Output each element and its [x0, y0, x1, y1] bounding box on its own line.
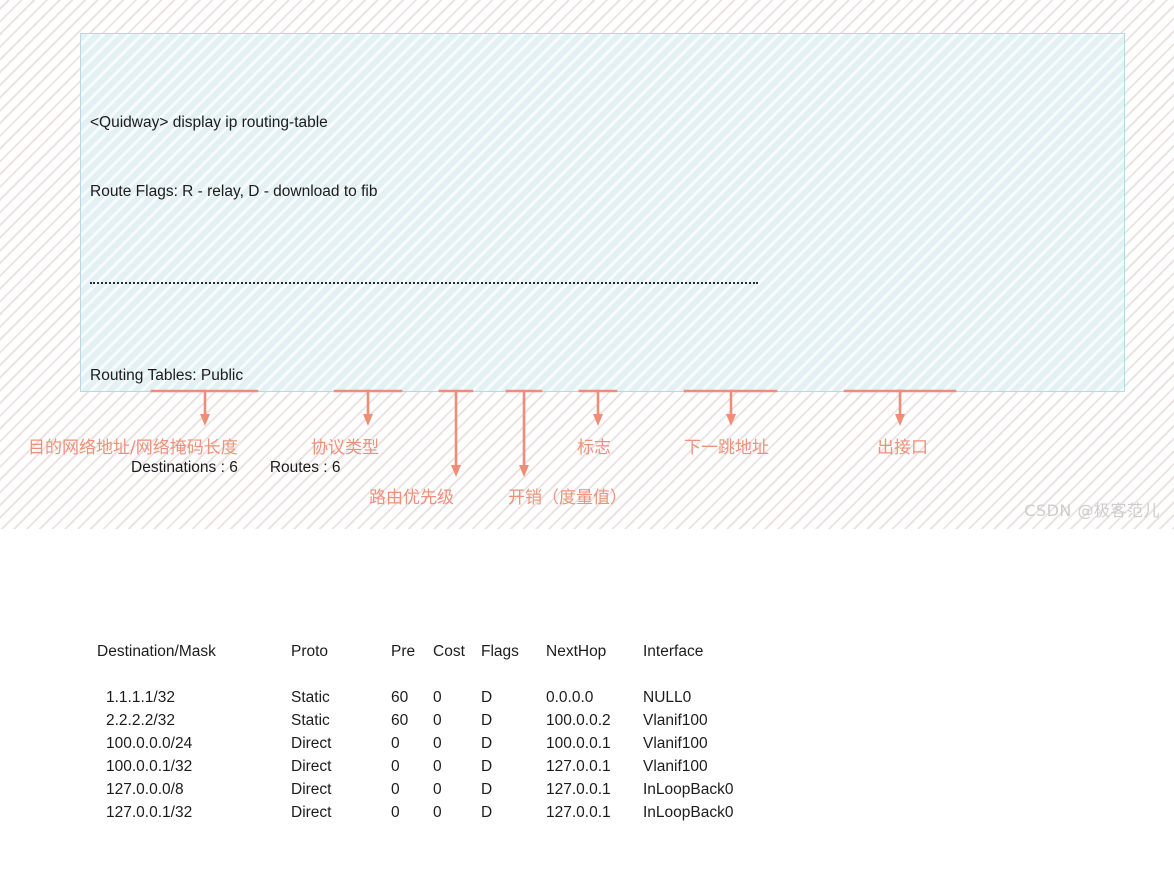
header-nexthop: NextHop [546, 643, 607, 660]
header-interface: Interface [643, 643, 704, 660]
cell-interface: InLoopBack0 [643, 781, 734, 798]
cell-proto: Direct [291, 758, 332, 775]
route-flags-line: Route Flags: R - relay, D - download to … [90, 183, 378, 200]
cell-flags: D [481, 781, 493, 798]
cell-interface: Vlanif100 [643, 712, 708, 729]
cell-cost: 0 [433, 712, 442, 729]
routing-tables-line: Routing Tables: Public [90, 367, 244, 384]
cell-destination-mask: 127.0.0.1/32 [106, 804, 193, 821]
cell-pre: 60 [391, 712, 409, 729]
table-row: 1.1.1.1/32 Static 60 0 D 0.0.0.0 NULL0 [90, 686, 783, 709]
cell-proto: Static [291, 689, 330, 706]
cell-cost: 0 [433, 689, 442, 706]
cell-interface: InLoopBack0 [643, 804, 734, 821]
annotation-label-next-hop: 下一跳地址 [684, 438, 769, 458]
table-row: 127.0.0.0/8 Direct 0 0 D 127.0.0.1 InLoo… [90, 778, 783, 801]
destinations-count: Destinations : 6 [131, 459, 238, 476]
table-row: 127.0.0.1/32 Direct 0 0 D 127.0.0.1 InLo… [90, 801, 783, 824]
annotation-label-proto-type: 协议类型 [311, 438, 379, 458]
counts-line: Destinations : 6 Routes : 6 [90, 456, 1120, 479]
annotation-label-destination-mask: 目的网络地址/网络掩码长度 [28, 438, 238, 458]
cell-pre: 0 [391, 735, 400, 752]
table-header-row: Destination/Mask Proto Pre Cost Flags Ne… [90, 640, 783, 663]
separator-rule [90, 272, 1120, 295]
cell-cost: 0 [433, 758, 442, 775]
cell-flags: D [481, 804, 493, 821]
cell-destination-mask: 1.1.1.1/32 [106, 689, 175, 706]
cell-interface: Vlanif100 [643, 735, 708, 752]
routing-table-console-panel: <Quidway> display ip routing-table Route… [80, 33, 1125, 821]
cell-flags: D [481, 689, 493, 706]
page-background: <Quidway> display ip routing-table Route… [0, 0, 1174, 821]
header-pre: Pre [391, 643, 416, 660]
cell-destination-mask: 2.2.2.2/32 [106, 712, 175, 729]
cell-pre: 0 [391, 804, 400, 821]
cell-destination-mask: 100.0.0.0/24 [106, 735, 193, 752]
annotation-label-cost-metric: 开销（度量值） [508, 488, 627, 508]
table-row: 2.2.2.2/32 Static 60 0 D 100.0.0.2 Vlani… [90, 709, 783, 732]
routes-count: Routes : 6 [269, 459, 341, 476]
cell-nexthop: 100.0.0.2 [546, 712, 611, 729]
cell-interface: NULL0 [643, 689, 692, 706]
cell-flags: D [481, 735, 493, 752]
annotation-label-out-interface: 出接口 [877, 438, 928, 458]
watermark: CSDN @极客范儿 [1024, 501, 1160, 520]
cell-pre: 0 [391, 781, 400, 798]
cell-proto: Direct [291, 781, 332, 798]
console-output: <Quidway> display ip routing-table Route… [90, 42, 1120, 893]
separator-rule-line [90, 282, 758, 284]
cell-interface: Vlanif100 [643, 758, 708, 775]
spacer-row [90, 663, 783, 686]
cell-cost: 0 [433, 781, 442, 798]
cell-proto: Static [291, 712, 330, 729]
cell-flags: D [481, 758, 493, 775]
cell-nexthop: 127.0.0.1 [546, 781, 611, 798]
cell-destination-mask: 127.0.0.0/8 [106, 781, 184, 798]
header-proto: Proto [291, 643, 329, 660]
annotation-label-route-preference: 路由优先级 [369, 488, 454, 508]
header-flags: Flags [481, 643, 519, 660]
cell-pre: 60 [391, 689, 409, 706]
header-destination-mask: Destination/Mask [97, 643, 216, 660]
header-cost: Cost [433, 643, 465, 660]
spacer-line-1 [90, 548, 1120, 571]
table-row: 100.0.0.0/24 Direct 0 0 D 100.0.0.1 Vlan… [90, 732, 783, 755]
table-row: 100.0.0.1/32 Direct 0 0 D 127.0.0.1 Vlan… [90, 755, 783, 778]
cell-cost: 0 [433, 804, 442, 821]
cell-proto: Direct [291, 804, 332, 821]
cell-cost: 0 [433, 735, 442, 752]
cell-flags: D [481, 712, 493, 729]
cell-nexthop: 100.0.0.1 [546, 735, 611, 752]
cell-nexthop: 0.0.0.0 [546, 689, 594, 706]
cell-destination-mask: 100.0.0.1/32 [106, 758, 193, 775]
cell-nexthop: 127.0.0.1 [546, 804, 611, 821]
cell-nexthop: 127.0.0.1 [546, 758, 611, 775]
cell-proto: Direct [291, 735, 332, 752]
annotation-label-flag: 标志 [577, 438, 611, 458]
command-prompt-line: <Quidway> display ip routing-table [90, 114, 328, 131]
cell-pre: 0 [391, 758, 400, 775]
routing-table: Destination/Mask Proto Pre Cost Flags Ne… [90, 640, 783, 824]
